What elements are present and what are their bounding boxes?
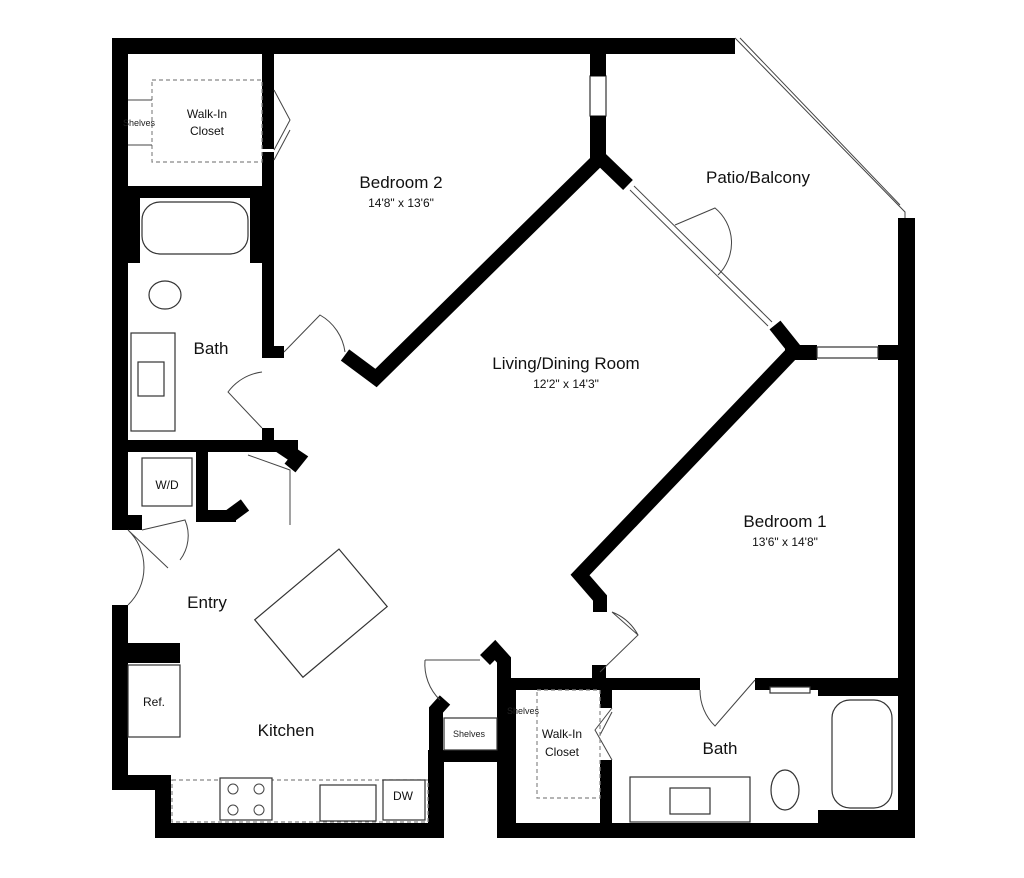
dw-label: DW bbox=[393, 789, 414, 803]
patio-railing bbox=[589, 37, 906, 359]
room-labels: Shelves Walk-In Closet Bedroom 2 14'8" x… bbox=[123, 107, 827, 803]
closet2-shelves-label: Shelves bbox=[123, 118, 156, 128]
bedroom2-label: Bedroom 2 bbox=[359, 173, 442, 192]
bath1-door bbox=[699, 679, 756, 727]
countertop bbox=[171, 779, 429, 823]
ref-label: Ref. bbox=[143, 695, 165, 709]
closet1-shelves-label: Shelves bbox=[507, 706, 540, 716]
fixtures bbox=[127, 79, 893, 823]
wd-label: W/D bbox=[155, 478, 179, 492]
bath2-label: Bath bbox=[194, 339, 229, 358]
patio-door bbox=[674, 207, 732, 276]
closet2-label-2: Closet bbox=[190, 124, 225, 138]
bath1-toilet bbox=[770, 769, 800, 811]
doors bbox=[127, 89, 756, 761]
bath1-tub bbox=[831, 699, 893, 809]
bedroom2-door bbox=[283, 314, 346, 353]
toilet bbox=[148, 280, 182, 310]
bedroom2-size: 14'8" x 13'6" bbox=[368, 196, 434, 210]
kitchen-label: Kitchen bbox=[258, 721, 315, 740]
bedroom1-label: Bedroom 1 bbox=[743, 512, 826, 531]
patio-label: Patio/Balcony bbox=[706, 168, 810, 187]
entry-door bbox=[127, 529, 169, 606]
closet2-rod bbox=[151, 79, 263, 163]
bathtub bbox=[141, 201, 249, 255]
pantry-door bbox=[424, 659, 480, 701]
living-label: Living/Dining Room bbox=[492, 354, 639, 373]
closet2-label-1: Walk-In bbox=[187, 107, 227, 121]
refrigerator bbox=[127, 664, 181, 738]
pantry-shelves-label: Shelves bbox=[453, 729, 486, 739]
laundry-door bbox=[141, 519, 189, 561]
closet1-door bbox=[594, 707, 613, 761]
living-size: 12'2" x 14'3" bbox=[533, 377, 599, 391]
bedroom1-size: 13'6" x 14'8" bbox=[752, 535, 818, 549]
dishwasher bbox=[382, 779, 426, 821]
washer-dryer bbox=[141, 457, 193, 507]
entry-label: Entry bbox=[187, 593, 227, 612]
closet2-door bbox=[273, 89, 291, 161]
bath2-door bbox=[227, 371, 263, 429]
closet1-label-2: Closet bbox=[545, 745, 580, 759]
bedroom1-door bbox=[599, 611, 639, 673]
stove bbox=[219, 777, 273, 821]
coat-closet-door bbox=[247, 454, 291, 525]
closet1-rod bbox=[536, 689, 601, 799]
kitchen-sink bbox=[319, 784, 377, 822]
interior-walls bbox=[126, 54, 898, 838]
pantry-shelves bbox=[443, 717, 498, 751]
bath1-label: Bath bbox=[703, 739, 738, 758]
closet1-label-1: Walk-In bbox=[542, 727, 582, 741]
kitchen-island bbox=[253, 548, 389, 679]
